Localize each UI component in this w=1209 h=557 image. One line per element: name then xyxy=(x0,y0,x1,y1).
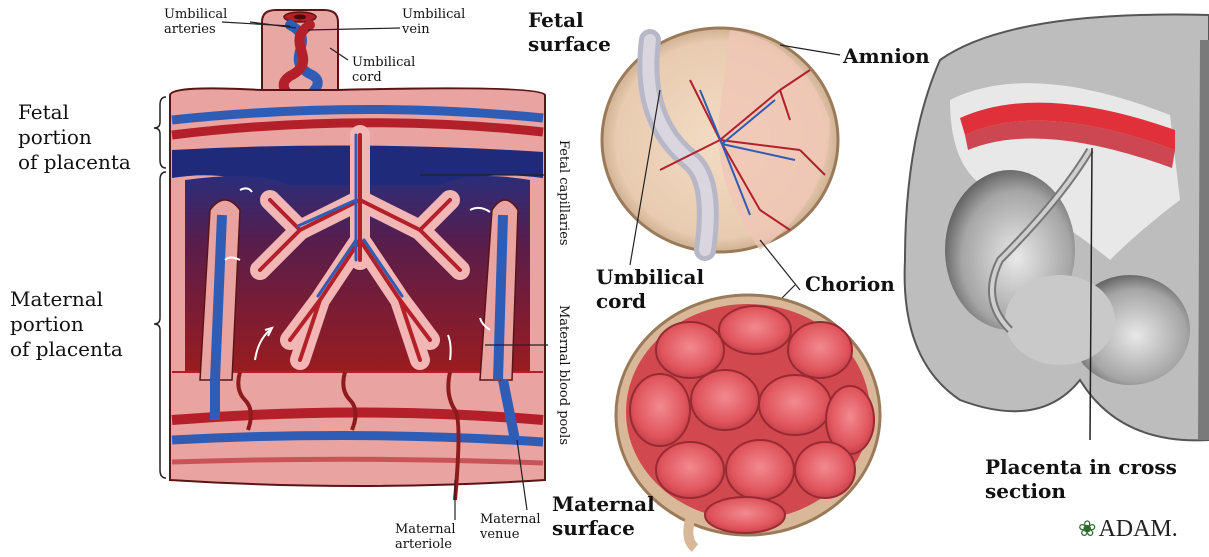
adam-logo: ❀ADAM. xyxy=(1078,516,1178,543)
womb-illustration xyxy=(905,15,1209,441)
adam-logo-text: ADAM. xyxy=(1098,516,1177,542)
amnion-label: Amnion xyxy=(843,44,930,68)
maternal-blood-pools-label: Maternal blood pools xyxy=(556,305,571,445)
chorion-label: Chorion xyxy=(805,272,895,296)
fetal-capillaries-label: Fetal capillaries xyxy=(556,140,571,246)
leaf-icon: ❀ xyxy=(1078,516,1096,541)
portion-brackets xyxy=(154,97,166,478)
maternal-surface-disc xyxy=(616,295,880,548)
